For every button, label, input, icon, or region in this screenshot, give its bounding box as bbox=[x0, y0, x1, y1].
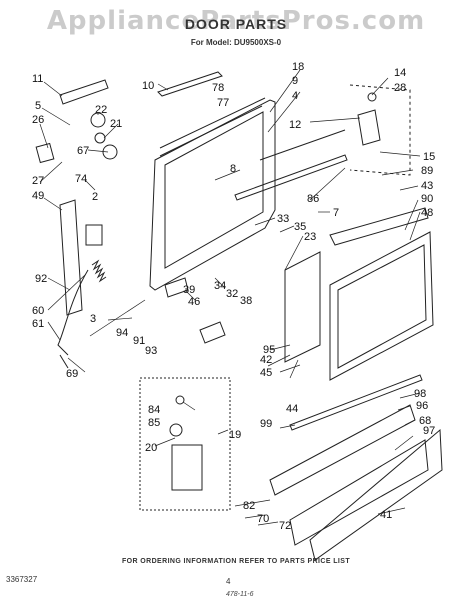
part-label: 21 bbox=[110, 118, 122, 130]
part-label: 95 bbox=[263, 344, 275, 356]
part-label: 94 bbox=[116, 327, 128, 339]
part-label: 49 bbox=[32, 190, 44, 202]
insulation-panel bbox=[284, 251, 321, 363]
part-label: 98 bbox=[414, 388, 426, 400]
part-label: 14 bbox=[394, 67, 406, 79]
part-label: 38 bbox=[240, 295, 252, 307]
part-label: 44 bbox=[286, 403, 298, 415]
part-label: 85 bbox=[148, 417, 160, 429]
part-label: 60 bbox=[32, 305, 44, 317]
handwritten-note: 478-11-6 bbox=[226, 591, 254, 598]
part-label: 34 bbox=[214, 280, 226, 292]
part-label: 41 bbox=[380, 509, 392, 521]
part-label: 27 bbox=[32, 175, 44, 187]
part-label: 86 bbox=[307, 193, 319, 205]
outer-panel-43 bbox=[329, 207, 429, 246]
diagram-title: DOOR PARTS bbox=[184, 16, 288, 32]
part-label: 3 bbox=[90, 313, 96, 325]
part-label: 10 bbox=[142, 80, 154, 92]
part-label: 45 bbox=[260, 367, 272, 379]
trim-strip bbox=[289, 374, 423, 431]
part-label: 4 bbox=[292, 90, 298, 102]
part-label: 48 bbox=[421, 207, 433, 219]
door-handle bbox=[59, 79, 109, 105]
part-label: 91 bbox=[133, 335, 145, 347]
part-label: 42 bbox=[260, 354, 272, 366]
part-label: 69 bbox=[66, 368, 78, 380]
bottom-panel-68 bbox=[289, 439, 429, 546]
part-label: 82 bbox=[243, 500, 255, 512]
ordering-note: FOR ORDERING INFORMATION REFER TO PARTS … bbox=[121, 558, 351, 565]
part-label: 68 bbox=[419, 415, 431, 427]
page-number: 4 bbox=[226, 577, 231, 586]
watermark: AppliancePartsPros.com bbox=[46, 6, 426, 36]
hinge-rod-lower bbox=[259, 129, 346, 161]
part-label: 90 bbox=[421, 193, 433, 205]
part-label: 46 bbox=[188, 296, 200, 308]
part-label: 70 bbox=[257, 513, 269, 525]
hinge-assembly bbox=[357, 109, 381, 146]
part-label: 72 bbox=[279, 520, 291, 532]
latch-plate bbox=[35, 142, 55, 164]
outer-panel-48 bbox=[329, 231, 434, 381]
part-label: 28 bbox=[394, 82, 406, 94]
part-label: 33 bbox=[277, 213, 289, 225]
part-label: 20 bbox=[145, 442, 157, 454]
spring bbox=[91, 259, 107, 283]
part-label: 23 bbox=[304, 231, 316, 243]
part-label: 77 bbox=[217, 97, 229, 109]
vent-bar bbox=[159, 97, 266, 157]
side-bracket bbox=[59, 199, 83, 316]
part-label: 35 bbox=[294, 221, 306, 233]
part-label: 12 bbox=[289, 119, 301, 131]
part-label: 67 bbox=[77, 145, 89, 157]
part-label: 92 bbox=[35, 273, 47, 285]
knob-21 bbox=[94, 132, 106, 144]
part-label: 74 bbox=[75, 173, 87, 185]
hinge-rod-upper bbox=[234, 154, 348, 201]
console-box bbox=[139, 377, 231, 511]
part-label: 19 bbox=[229, 429, 241, 441]
part-label: 61 bbox=[32, 318, 44, 330]
part-label: 39 bbox=[183, 284, 195, 296]
gasket-strip bbox=[157, 71, 223, 97]
part-label: 26 bbox=[32, 114, 44, 126]
part-label: 96 bbox=[416, 400, 428, 412]
part-label: 97 bbox=[423, 425, 435, 437]
part-label: 11 bbox=[32, 73, 43, 85]
part-label: 7 bbox=[333, 207, 339, 219]
part-label: 99 bbox=[260, 418, 272, 430]
knob-67 bbox=[102, 144, 118, 160]
part-label: 84 bbox=[148, 404, 160, 416]
part-label: 9 bbox=[292, 75, 298, 87]
part-label: 15 bbox=[423, 151, 435, 163]
part-label: 43 bbox=[421, 180, 433, 192]
part-label: 2 bbox=[92, 191, 98, 203]
part-label: 5 bbox=[35, 100, 41, 112]
bottom-panel-97 bbox=[309, 428, 443, 561]
part-label: 89 bbox=[421, 165, 433, 177]
inner-door-frame bbox=[149, 99, 276, 291]
part-label: 78 bbox=[212, 82, 224, 94]
part-label: 32 bbox=[226, 288, 238, 300]
part-label: 18 bbox=[292, 61, 304, 73]
part-label: 93 bbox=[145, 345, 157, 357]
part-label: 22 bbox=[95, 104, 107, 116]
document-code: 3367327 bbox=[6, 575, 38, 584]
part-label: 8 bbox=[230, 163, 236, 175]
model-line: For Model: DU9500XS-0 bbox=[190, 38, 282, 47]
bottom-panel-96 bbox=[269, 404, 416, 496]
